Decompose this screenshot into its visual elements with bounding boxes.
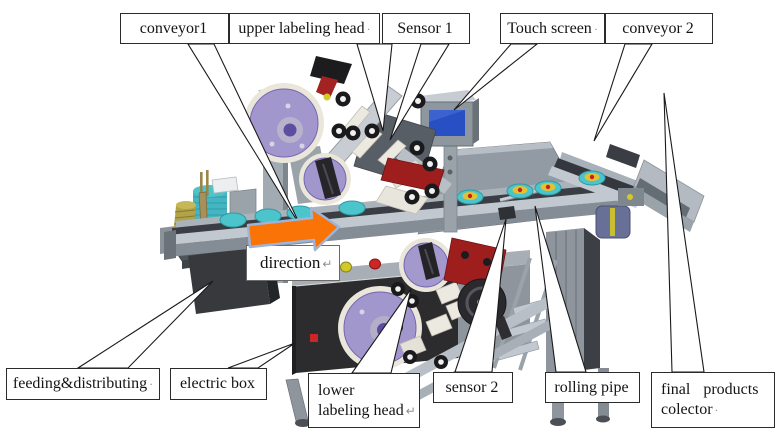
leader-upper-labeling-head xyxy=(356,43,393,132)
formatting-mark: ↵ xyxy=(405,403,416,418)
lower-rewind-roll xyxy=(399,238,453,292)
callout-rolling-pipe: rolling pipe xyxy=(545,372,640,403)
callout-lower-labeling-head-line2: labeling head↵ xyxy=(318,401,416,419)
callout-rolling-pipe-label: rolling pipe xyxy=(554,378,629,396)
leader-electric-box xyxy=(227,342,296,369)
callout-conveyor2: conveyor 2 xyxy=(605,13,713,44)
indicator-lamp-red xyxy=(369,258,381,270)
leader-feeding xyxy=(76,280,214,369)
conveyor2-graphic xyxy=(548,144,646,239)
callout-upper-labeling-head-label: upper labeling head· xyxy=(238,19,371,37)
indicator-lamp-yellow xyxy=(340,261,352,273)
callout-conveyor2-label: conveyor 2 xyxy=(622,19,694,37)
labeled-puck xyxy=(456,189,484,205)
callout-final-products-colector-line2: colector· xyxy=(661,401,719,418)
leader-conveyor1 xyxy=(187,43,302,228)
labeled-puck xyxy=(506,183,534,199)
callout-sensor2: sensor 2 xyxy=(433,372,513,403)
leader-sensor1 xyxy=(389,43,450,141)
callout-lower-labeling-head: lower labeling head↵ xyxy=(308,373,420,428)
callout-sensor1: Sensor 1 xyxy=(382,13,470,44)
formatting-mark: · xyxy=(366,21,371,36)
labeled-puck xyxy=(578,170,606,186)
leader-lines xyxy=(76,43,705,374)
formatting-mark: · xyxy=(149,377,154,391)
callout-direction: direction↵ xyxy=(246,245,340,281)
labeled-puck xyxy=(534,180,562,196)
callout-direction-label: direction↵ xyxy=(260,253,333,273)
leader-touch-screen xyxy=(453,43,539,111)
callout-feeding-distributing-label: feeding&distributing· xyxy=(12,375,154,392)
callout-conveyor1: conveyor1 xyxy=(120,13,229,44)
touch-screen-graphic xyxy=(420,90,479,233)
callout-electric-box-label: electric box xyxy=(179,375,256,392)
formatting-mark: · xyxy=(593,21,598,36)
sensor1-lamp xyxy=(323,93,331,101)
callout-upper-labeling-head: upper labeling head· xyxy=(229,13,380,44)
callout-lower-labeling-head-line1: lower xyxy=(318,381,355,399)
callout-electric-box: electric box xyxy=(170,368,267,400)
callout-conveyor1-label: conveyor1 xyxy=(139,19,208,37)
callout-touch-screen: Touch screen· xyxy=(500,13,605,44)
upper-rewind-roll xyxy=(299,153,351,205)
formatting-mark: · xyxy=(714,403,719,417)
upper-label-roll xyxy=(244,83,324,163)
collector-chute-graphic xyxy=(618,159,705,232)
callout-final-products-colector-line1: final products xyxy=(661,381,759,398)
formatting-mark: ↵ xyxy=(322,257,333,272)
callout-touch-screen-label: Touch screen· xyxy=(507,19,598,37)
callout-feeding-distributing: feeding&distributing· xyxy=(6,368,160,400)
callout-sensor2-label: sensor 2 xyxy=(445,378,499,396)
callout-final-products-colector: final products colector· xyxy=(651,372,775,428)
sensor2-block xyxy=(498,206,516,220)
callout-sensor1-label: Sensor 1 xyxy=(397,19,453,37)
leader-conveyor2 xyxy=(593,43,653,142)
leader-final-colector xyxy=(663,92,705,373)
